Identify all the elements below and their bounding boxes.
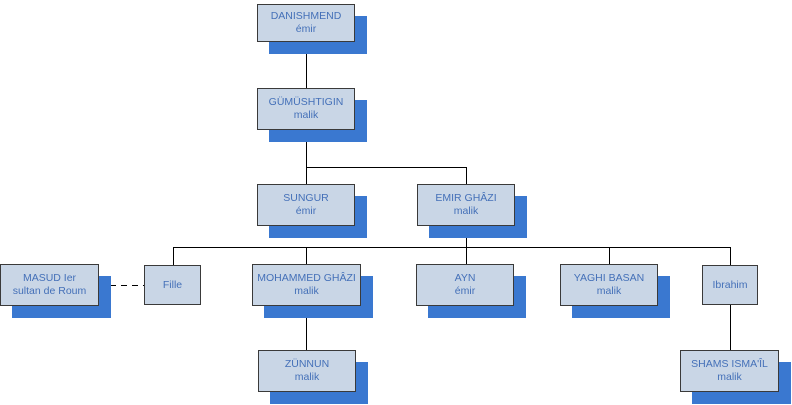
person-title: malik: [717, 371, 742, 383]
person-name: GÜMÜSHTIGIN: [268, 96, 344, 108]
person-name: YAGHI BASAN: [573, 272, 645, 284]
person-title: malik: [294, 371, 320, 383]
person-name: Fille: [162, 278, 183, 291]
connector: [306, 130, 467, 184]
person-title: émir: [454, 285, 476, 297]
person-title: malik: [453, 205, 479, 217]
person-name: MASUD Ier: [22, 272, 77, 284]
person-title: malik: [293, 109, 319, 121]
person-title: malik: [596, 285, 622, 297]
person-name: DANISHMEND: [270, 10, 342, 22]
person-title: sultan de Roum: [12, 285, 87, 297]
person-name: SUNGUR: [283, 192, 329, 204]
person-name: AYN: [454, 272, 476, 284]
person-name: SHAMS ISMA'ÎL: [691, 358, 768, 370]
connector: [173, 247, 731, 265]
person-name: MOHAMMED GHÂZI: [257, 272, 356, 284]
person-name: EMIR GHÂZI: [435, 192, 497, 204]
person-name: Ibrahim: [712, 278, 748, 291]
person-title: émir: [295, 205, 317, 217]
person-name: ZÜNNUN: [284, 358, 330, 370]
person-title: émir: [295, 23, 317, 35]
person-title: malik: [294, 285, 319, 297]
person-box-ibrahim: Ibrahim: [702, 265, 758, 305]
person-box-fille: Fille: [144, 265, 201, 305]
